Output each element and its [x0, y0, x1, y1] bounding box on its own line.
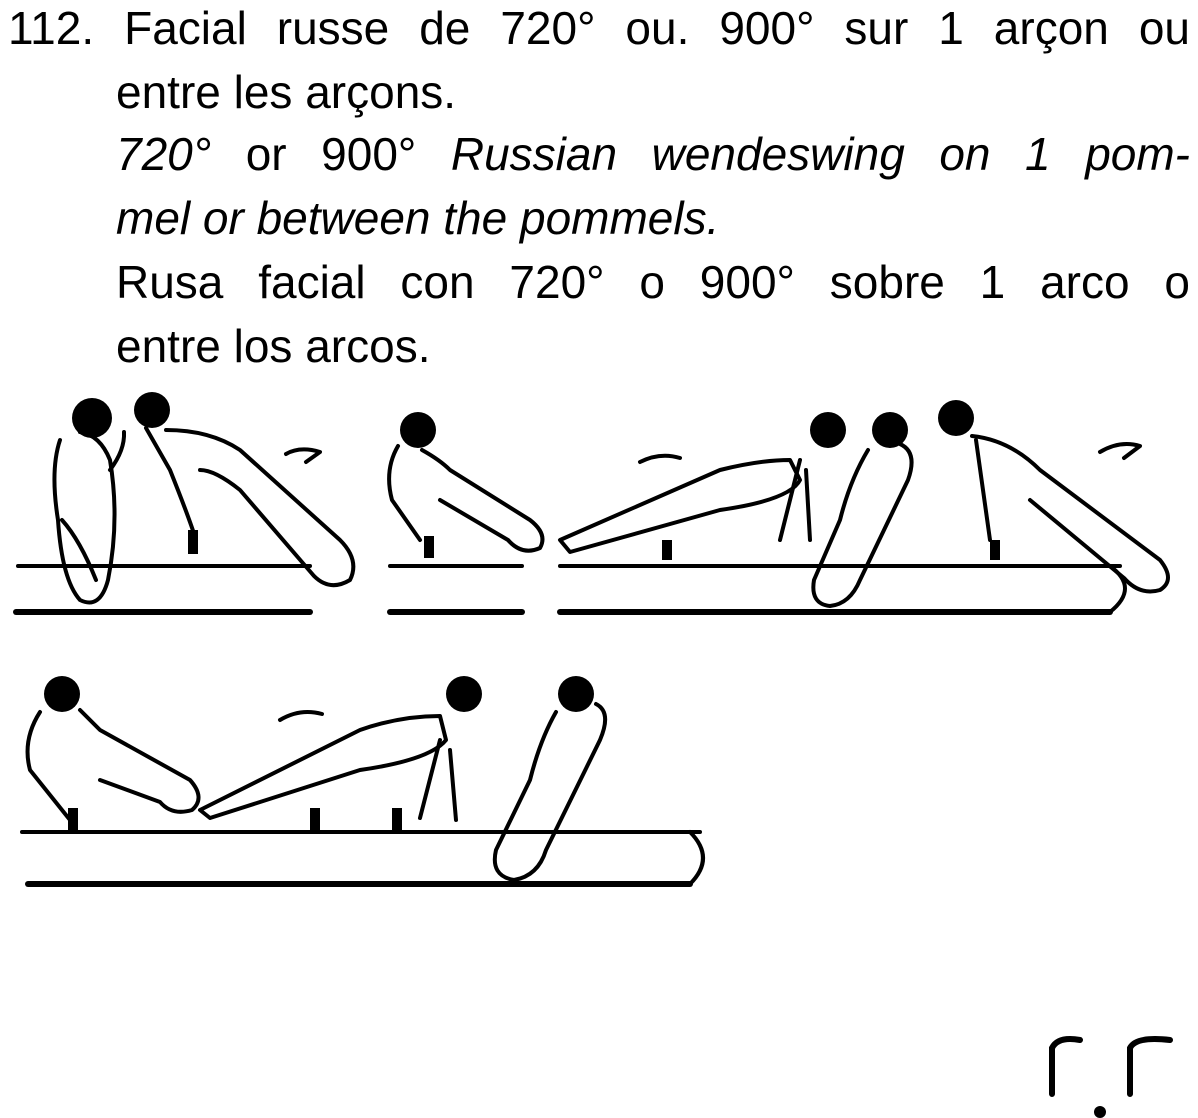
page-corner-symbol-icon	[0, 0, 1198, 1118]
